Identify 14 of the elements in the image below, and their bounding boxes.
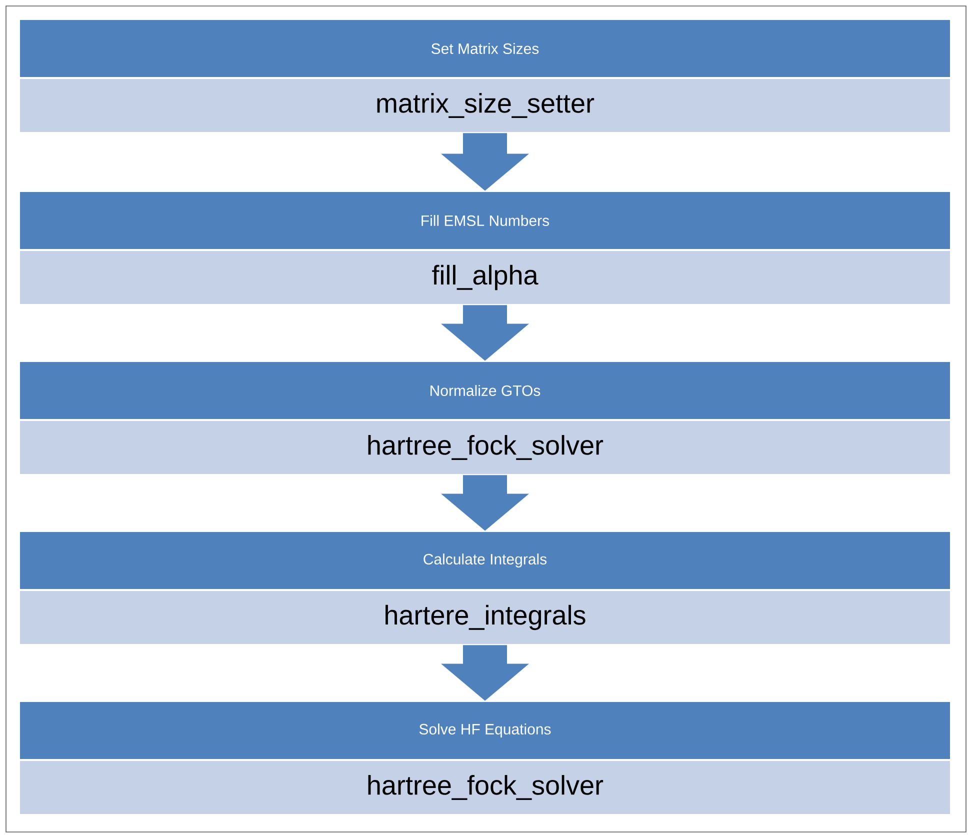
code-bar: hartere_integrals (20, 590, 950, 644)
block-arrow (441, 475, 529, 531)
block-arrow (441, 305, 529, 361)
header-bar: Solve HF Equations (20, 702, 950, 759)
header-bar: Set Matrix Sizes (20, 20, 950, 77)
code-bar: fill_alpha (20, 251, 950, 304)
block-arrow (441, 133, 529, 191)
header-bar: Fill EMSL Numbers (20, 192, 950, 249)
code-bar: hartree_fock_solver (20, 760, 950, 814)
code-bar: hartree_fock_solver (20, 420, 950, 474)
block-arrow (441, 645, 529, 701)
header-bar: Calculate Integrals (20, 532, 950, 589)
header-bar: Normalize GTOs (20, 362, 950, 419)
code-bar: matrix_size_setter (20, 79, 950, 132)
